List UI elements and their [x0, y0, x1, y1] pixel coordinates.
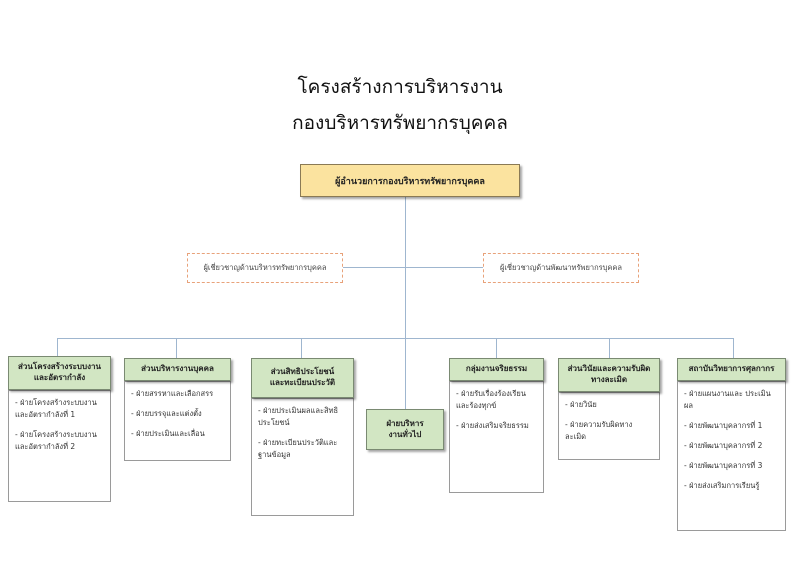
drop-line-unit-4 [496, 338, 497, 358]
advisor-right-box: ผู้เชี่ยวชาญด้านพัฒนาทรัพยากรบุคคล [483, 253, 639, 283]
unit-6-item-5: - ฝ่ายส่งเสริมการเรียนรู้ [684, 481, 760, 490]
trunk-line [405, 197, 406, 409]
unit-5-body: - ฝ่ายวินัย - ฝ่ายความรับผิดทาง ละเมิด [558, 392, 660, 460]
unit-5-item-1: - ฝ่ายวินัย [565, 400, 597, 409]
center-unit-head: ฝ่ายบริหาร งานทั่วไป [366, 409, 444, 450]
horizontal-bus-line [57, 338, 733, 339]
advisor-right-label: ผู้เชี่ยวชาญด้านพัฒนาทรัพยากรบุคคล [499, 263, 623, 272]
unit-3-item-1: - ฝ่ายประเมินผลและสิทธิ ประโยชน์ [258, 406, 339, 427]
chart-title-line-1: โครงสร้างการบริหารงาน [297, 76, 503, 98]
unit-2-item-2: - ฝ่ายบรรจุและแต่งตั้ง [131, 409, 202, 418]
unit-3-body: - ฝ่ายประเมินผลและสิทธิ ประโยชน์ - ฝ่ายท… [251, 398, 354, 516]
unit-4-head: กลุ่มงานจริยธรรม [449, 358, 544, 381]
unit-3-head: ส่วนสิทธิประโยชน์ และทะเบียนประวัติ [251, 358, 354, 398]
unit-1-body: - ฝ่ายโครงสร้างระบบงาน และอัตรากำลังที่ … [8, 390, 111, 502]
unit-6-item-3: - ฝ่ายพัฒนาบุคลากรที่ 2 [684, 441, 763, 450]
drop-line-unit-6 [733, 338, 734, 358]
director-label: ผู้อำนวยการกองบริหารทรัพยากรบุคคล [335, 176, 485, 187]
unit-5-head: ส่วนวินัยและความรับผิด ทางละเมิด [558, 358, 660, 392]
unit-1-item-2: - ฝ่ายโครงสร้างระบบงาน และอัตรากำลังที่ … [15, 430, 97, 451]
unit-6-item-1: - ฝ่ายแผนงานและ ประเมินผล [684, 389, 771, 410]
unit-2-item-1: - ฝ่ายสรรหาและเลือกสรร [131, 389, 214, 398]
chart-title-line-2: กองบริหารทรัพยากรบุคคล [292, 112, 508, 134]
drop-line-unit-2 [176, 338, 177, 358]
unit-2-head: ส่วนบริหารงานบุคคล [124, 358, 231, 381]
unit-2-item-3: - ฝ่ายประเมินและเลื่อน [131, 429, 205, 438]
unit-4-body: - ฝ่ายรับเรื่องร้องเรียน และร้องทุกข์ - … [449, 381, 544, 493]
unit-1-item-1: - ฝ่ายโครงสร้างระบบงาน และอัตรากำลังที่ … [15, 398, 97, 419]
unit-2-body: - ฝ่ายสรรหาและเลือกสรร - ฝ่ายบรรจุและแต่… [124, 381, 231, 461]
director-box: ผู้อำนวยการกองบริหารทรัพยากรบุคคล [300, 164, 520, 197]
unit-4-item-2: - ฝ่ายส่งเสริมจริยธรรม [456, 421, 529, 430]
unit-6-item-4: - ฝ่ายพัฒนาบุคลากรที่ 3 [684, 461, 763, 470]
unit-1-head: ส่วนโครงสร้างระบบงาน และอัตรากำลัง [8, 356, 111, 390]
unit-6-head: สถาบันวิทยาการศุลกากร [677, 358, 786, 381]
advisor-line [343, 267, 483, 268]
unit-5-item-2: - ฝ่ายความรับผิดทาง ละเมิด [565, 420, 633, 441]
unit-6-body: - ฝ่ายแผนงานและ ประเมินผล - ฝ่ายพัฒนาบุค… [677, 381, 786, 531]
drop-line-unit-1 [57, 338, 58, 356]
unit-3-item-2: - ฝ่ายทะเบียนประวัติและ ฐานข้อมูล [258, 438, 338, 459]
unit-4-item-1: - ฝ่ายรับเรื่องร้องเรียน และร้องทุกข์ [456, 389, 526, 410]
unit-6-item-2: - ฝ่ายพัฒนาบุคลากรที่ 1 [684, 421, 763, 430]
drop-line-unit-5 [609, 338, 610, 358]
advisor-left-label: ผู้เชี่ยวชาญด้านบริหารทรัพยากรบุคคล [203, 263, 327, 272]
drop-line-unit-3 [301, 338, 302, 358]
advisor-left-box: ผู้เชี่ยวชาญด้านบริหารทรัพยากรบุคคล [187, 253, 343, 283]
